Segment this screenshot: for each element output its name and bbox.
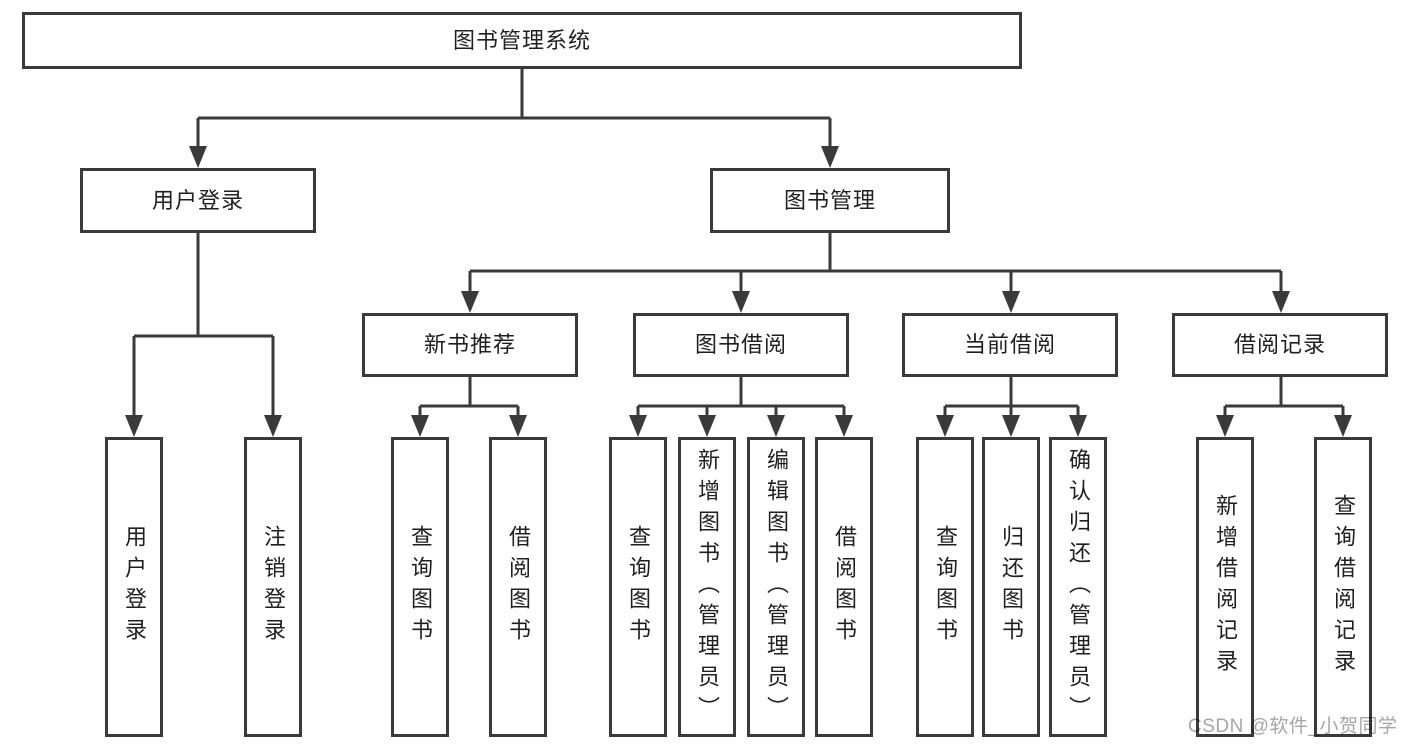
leaf-user-login: 用户登录 <box>105 437 163 737</box>
leaf-query-book-recommend-label: 查询图书 <box>408 525 433 649</box>
leaf-borrow-book-label: 借阅图书 <box>832 525 857 649</box>
leaf-query-book-borrow-label: 查询图书 <box>626 525 651 649</box>
borrow-record-node: 借阅记录 <box>1172 313 1388 377</box>
book-borrow-label: 图书借阅 <box>694 332 787 357</box>
current-borrow-label: 当前借阅 <box>963 332 1056 357</box>
book-borrow-node: 图书借阅 <box>633 313 849 377</box>
root-node-label: 图书管理系统 <box>452 27 591 53</box>
tree-edges <box>132 68 1345 417</box>
leaf-return-book: 归还图书 <box>982 437 1040 737</box>
arrowheads <box>125 146 1352 437</box>
leaf-return-book-label: 归还图书 <box>999 525 1024 649</box>
book-management-node-label: 图书管理 <box>783 187 876 213</box>
new-book-recommend-node: 新书推荐 <box>362 313 578 377</box>
leaf-query-borrow-record: 查询借阅记录 <box>1314 437 1372 737</box>
leaf-confirm-return-admin-label: 确认归还（管理员） <box>1066 447 1091 727</box>
leaf-edit-book-admin: 编辑图书（管理员） <box>747 437 805 737</box>
leaf-confirm-return-admin: 确认归还（管理员） <box>1049 437 1107 737</box>
leaf-logout-label: 注销登录 <box>261 525 286 649</box>
root-node-library-management-system: 图书管理系统 <box>22 12 1022 69</box>
leaf-add-book-admin-label: 新增图书（管理员） <box>695 447 720 727</box>
leaf-add-borrow-record-label: 新增借阅记录 <box>1213 494 1238 680</box>
leaf-query-book-recommend: 查询图书 <box>391 437 449 737</box>
user-login-node-label: 用户登录 <box>151 187 244 213</box>
leaf-query-book-current-label: 查询图书 <box>933 525 958 649</box>
leaf-query-borrow-record-label: 查询借阅记录 <box>1331 494 1356 680</box>
leaf-borrow-book-recommend-label: 借阅图书 <box>506 525 531 649</box>
leaf-borrow-book: 借阅图书 <box>815 437 873 737</box>
leaf-query-book-borrow: 查询图书 <box>609 437 667 737</box>
leaf-add-borrow-record: 新增借阅记录 <box>1196 437 1254 737</box>
leaf-logout: 注销登录 <box>244 437 302 737</box>
leaf-query-book-current: 查询图书 <box>916 437 974 737</box>
leaf-add-book-admin: 新增图书（管理员） <box>678 437 736 737</box>
new-book-recommend-label: 新书推荐 <box>423 332 516 357</box>
leaf-borrow-book-recommend: 借阅图书 <box>489 437 547 737</box>
leaf-edit-book-admin-label: 编辑图书（管理员） <box>764 447 789 727</box>
current-borrow-node: 当前借阅 <box>902 313 1118 377</box>
csdn-watermark: CSDN @软件_小贺同学 <box>1188 716 1398 737</box>
leaf-user-login-label: 用户登录 <box>122 525 147 649</box>
user-login-node: 用户登录 <box>80 168 316 233</box>
book-management-node: 图书管理 <box>710 168 950 233</box>
borrow-record-label: 借阅记录 <box>1233 332 1326 357</box>
